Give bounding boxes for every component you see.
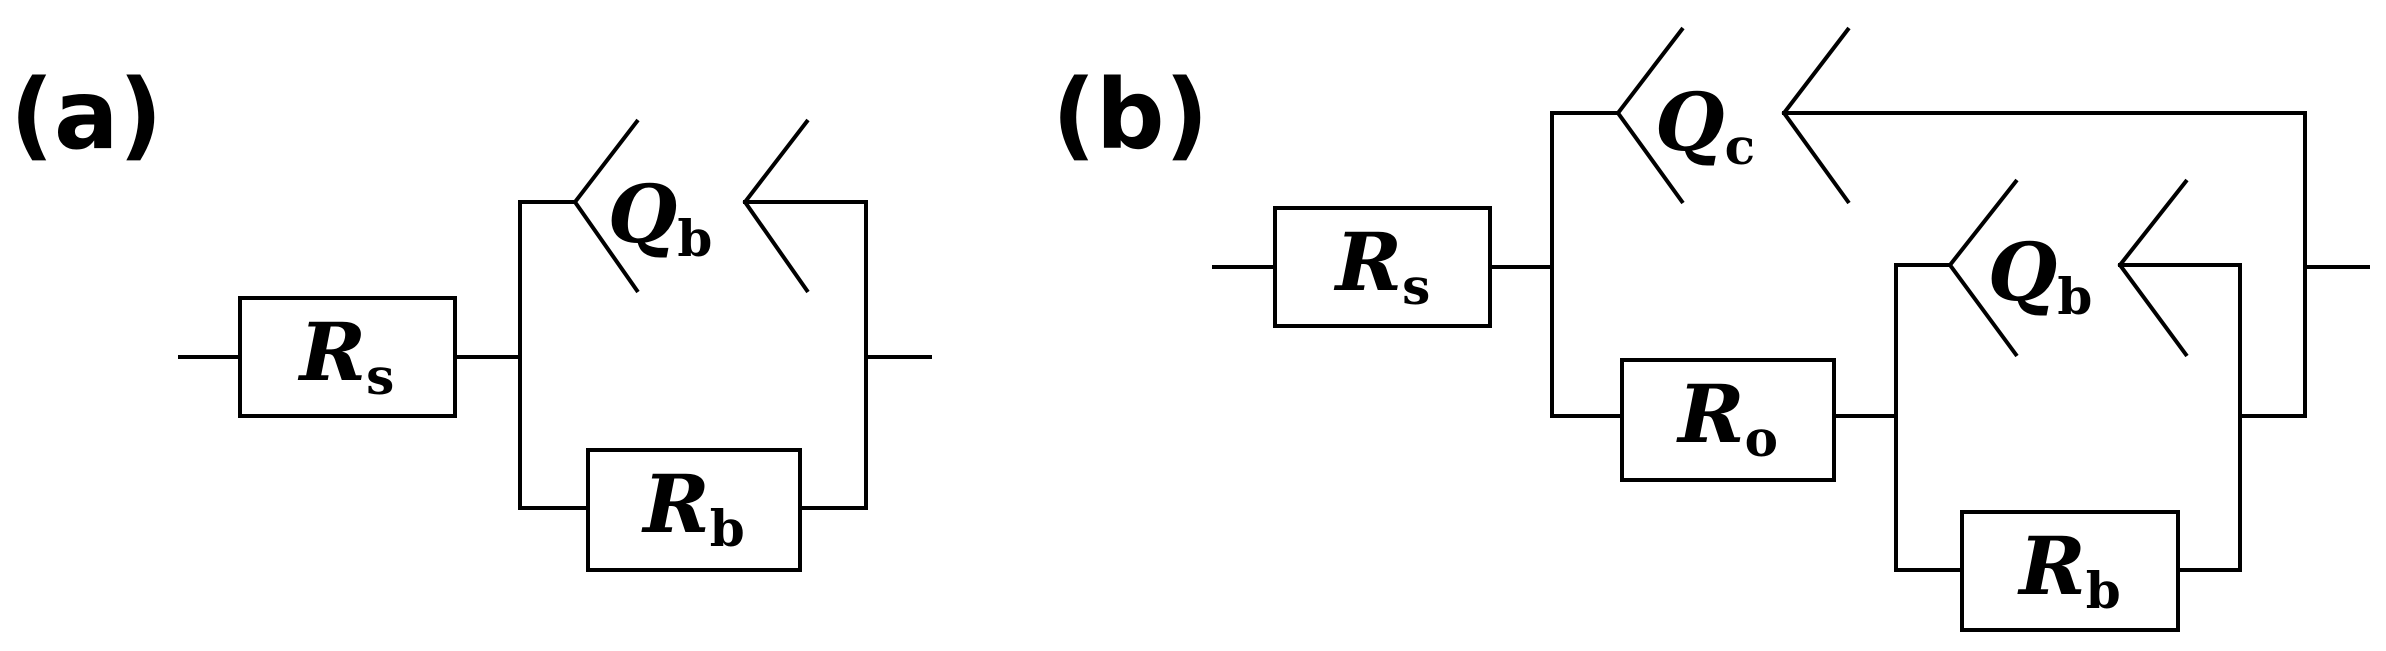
panel-a-resistor-rs: Rs <box>238 296 457 418</box>
panel-a-qb-label: Qb <box>608 167 713 268</box>
panel-a-rb-label: Rb <box>641 457 744 558</box>
panel-b-label: (b) <box>1052 59 1208 171</box>
panel-b-resistor-rs: Rs <box>1273 206 1492 328</box>
panel-b-rs-label: Rs <box>1334 215 1431 316</box>
panel-a-cpe-qb: Qb <box>572 118 810 294</box>
panel-b-cpe-qb: Qb <box>1947 178 2189 358</box>
panel-b-rb-label: Rb <box>2017 519 2120 620</box>
panel-b-cpe-qc: Qc <box>1615 26 1851 205</box>
panel-a-label: (a) <box>10 59 163 171</box>
panel-b-qb-label: Qb <box>1988 225 2093 326</box>
panel-b-qc-label: Qc <box>1655 75 1755 176</box>
panel-a: (a) Rs Qb <box>10 59 932 572</box>
panel-b-wires <box>1212 111 2370 572</box>
panel-b-resistor-ro: Ro <box>1620 358 1836 482</box>
panel-b-resistor-rb: Rb <box>1960 510 2180 632</box>
panel-a-wires <box>178 200 932 510</box>
panel-a-resistor-rb: Rb <box>586 448 802 572</box>
panel-b: (b) <box>1052 26 2370 632</box>
panel-b-ro-label: Ro <box>1676 367 1778 468</box>
panel-a-rs-label: Rs <box>298 305 395 406</box>
